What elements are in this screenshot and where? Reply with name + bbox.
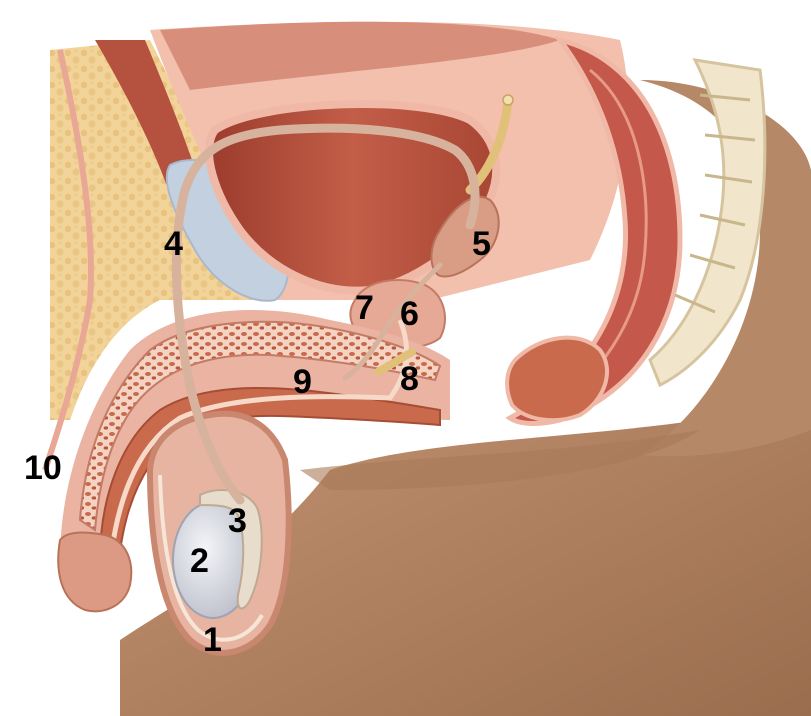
anal-canal	[505, 335, 610, 423]
label-2: 2	[190, 542, 209, 580]
label-10: 10	[24, 449, 62, 487]
abdominal-wall-outline	[42, 49, 94, 471]
thigh-skin	[120, 380, 811, 716]
rectum	[505, 35, 683, 426]
glans	[57, 531, 133, 613]
vertebra-lines	[674, 93, 756, 314]
buttock-skin	[640, 80, 811, 457]
bulbourethral-gland	[374, 348, 416, 376]
urethra	[105, 319, 410, 601]
label-9: 9	[293, 363, 312, 401]
sacrum	[648, 58, 767, 388]
corpus-cavernosum	[78, 320, 442, 532]
vas-deferens	[171, 123, 480, 505]
label-3: 3	[228, 502, 247, 540]
epididymis	[199, 489, 263, 610]
scrotum-wall	[158, 474, 264, 642]
label-5: 5	[472, 225, 491, 263]
label-4: 4	[164, 225, 183, 263]
ejaculatory-duct	[342, 262, 443, 381]
label-8: 8	[400, 360, 419, 398]
cavity-top	[160, 21, 560, 90]
label-6: 6	[400, 295, 419, 333]
abdominal-fat	[50, 40, 270, 420]
thigh-shadow	[300, 430, 700, 490]
label-1: 1	[203, 621, 222, 659]
ureter-opening	[502, 94, 514, 106]
label-7: 7	[355, 289, 374, 327]
